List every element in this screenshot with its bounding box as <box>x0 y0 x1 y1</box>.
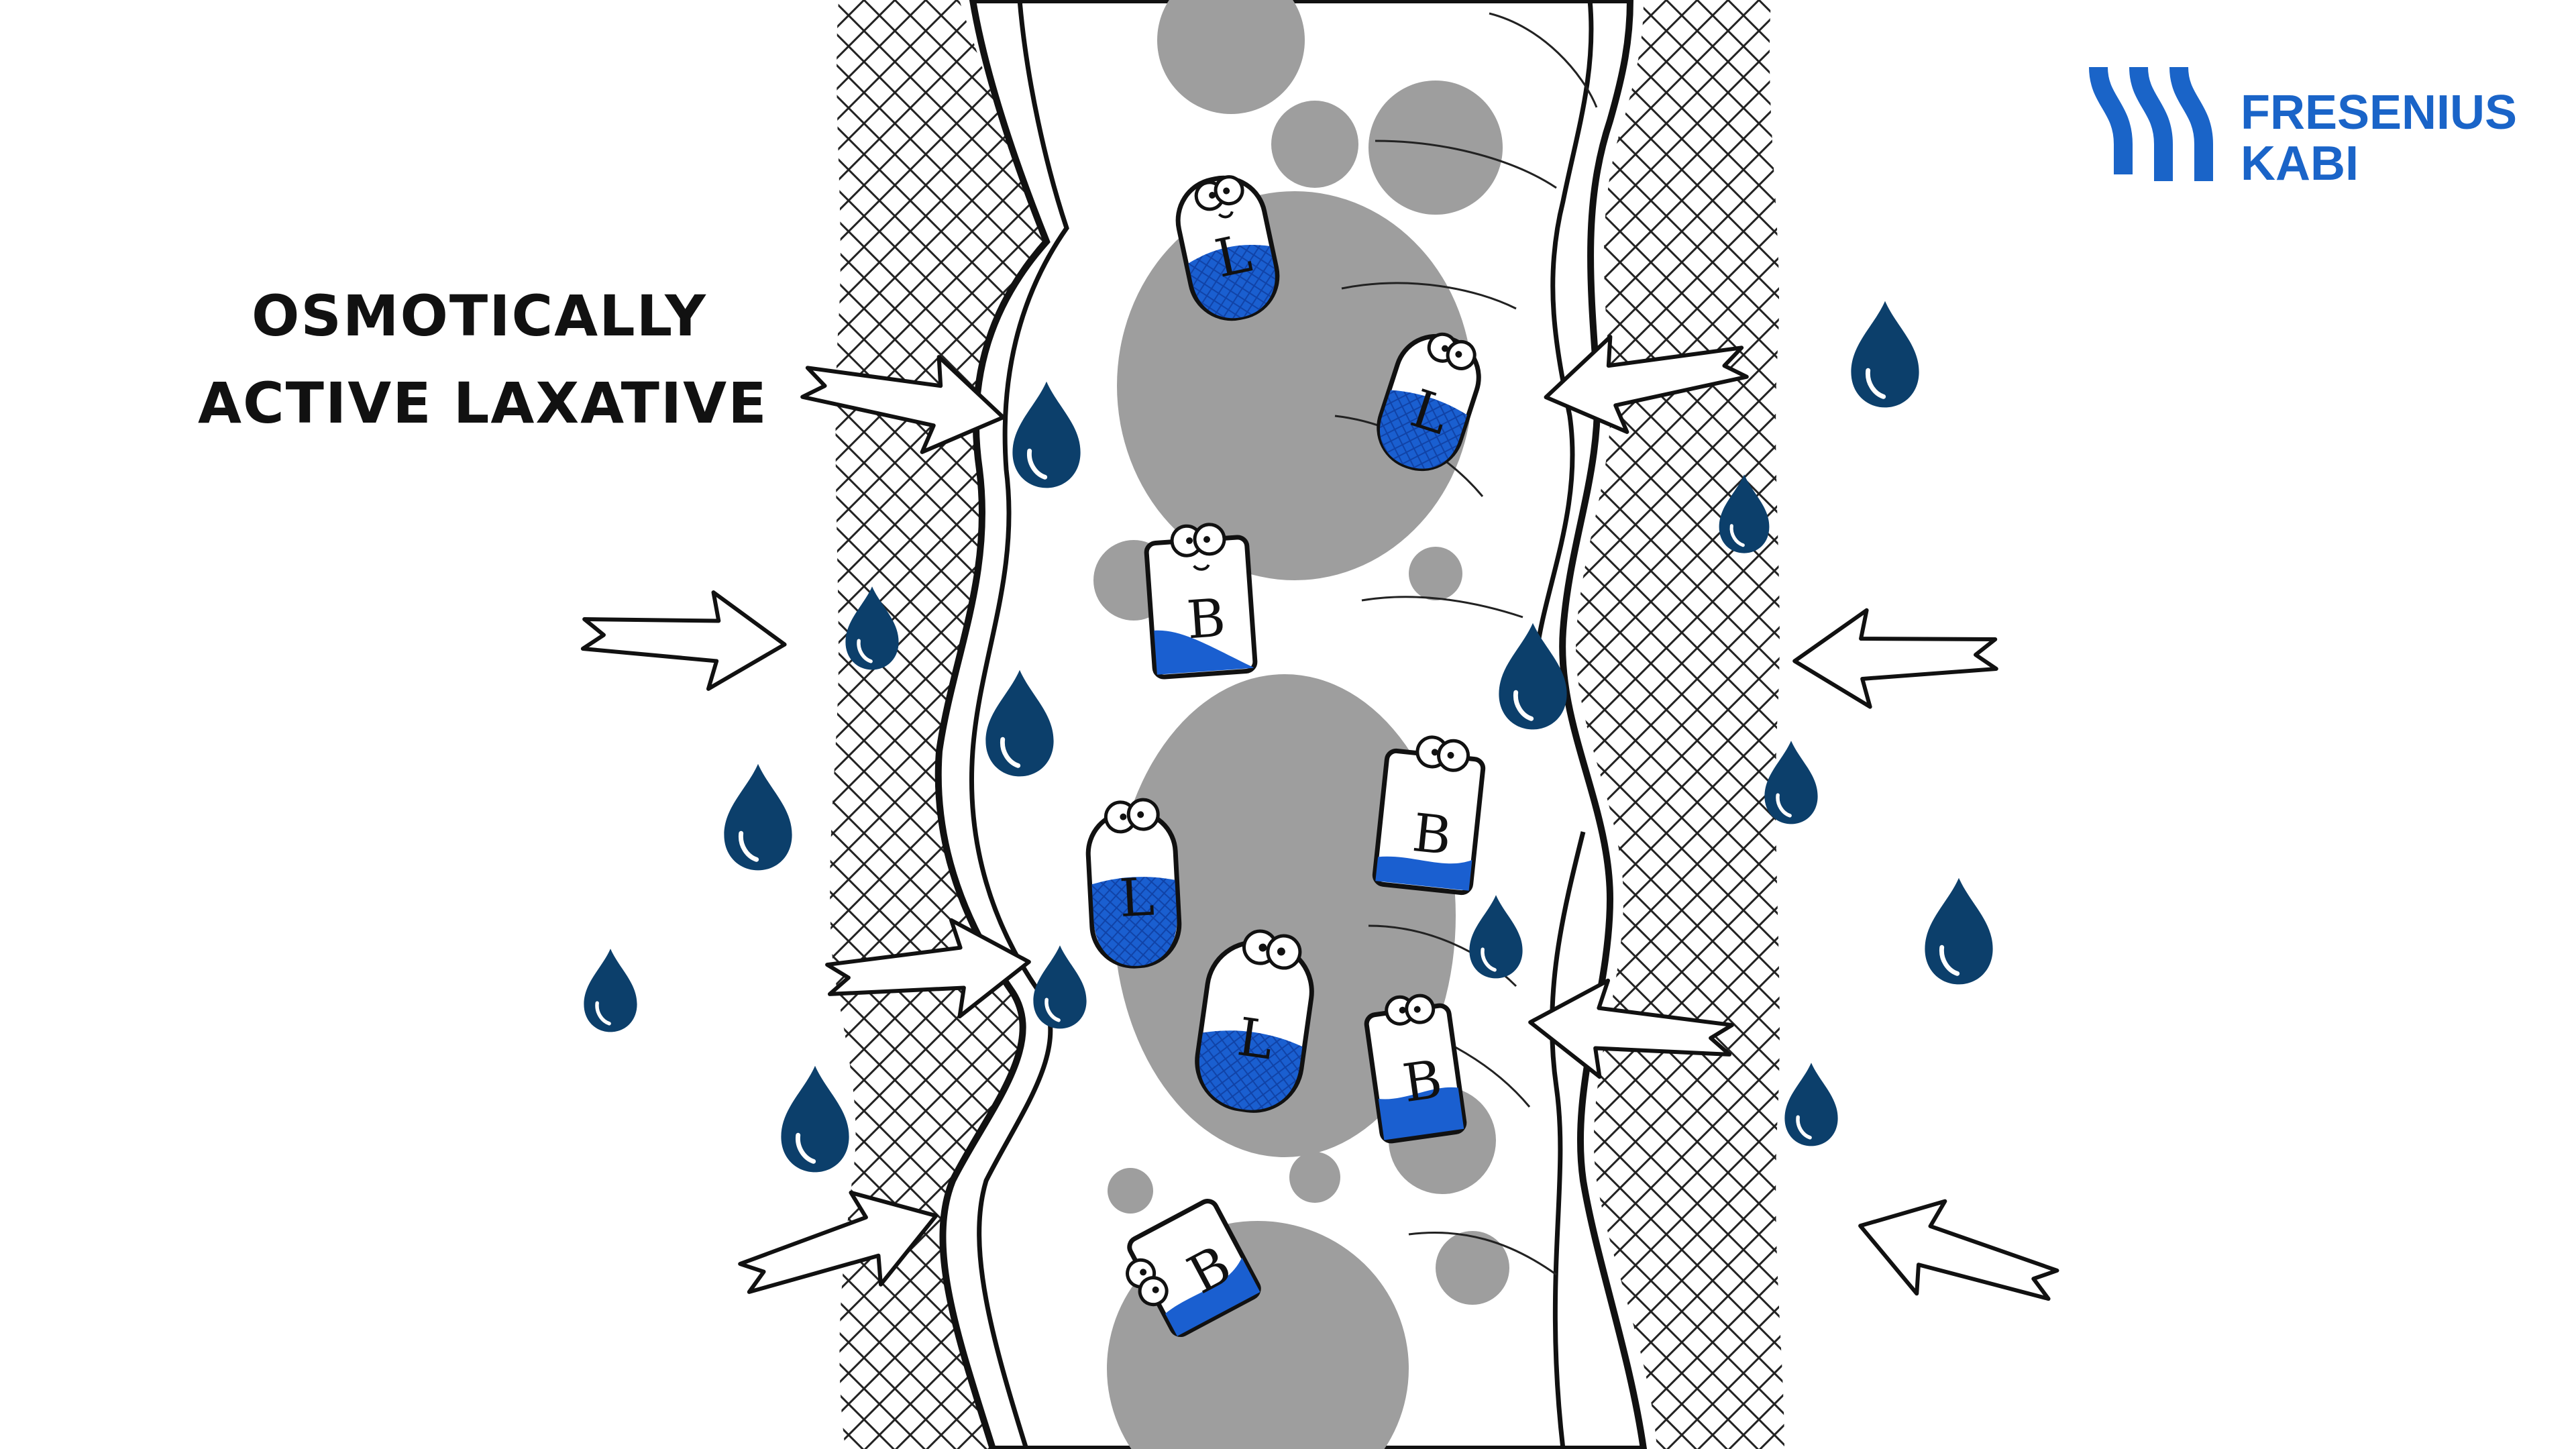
inner-wall-line-right <box>1534 0 1594 1449</box>
lactulose-molecule: L <box>1377 332 1481 472</box>
left-intestine-wall <box>830 0 1046 1449</box>
water-drop-icon <box>1851 301 1919 408</box>
logo-text-line-1: FRESENIUS <box>2241 86 2517 140</box>
bacteria-label: B <box>1399 1049 1446 1114</box>
bacteria-molecule: B <box>1144 523 1258 680</box>
water-drop-icon <box>1925 878 1992 985</box>
water-drop-icon <box>781 1066 849 1173</box>
lactulose-molecule: L <box>1175 175 1280 321</box>
water-drop-icon <box>724 764 792 871</box>
fresenius-kabi-logo: FRESENIUS KABI <box>2089 66 2517 191</box>
fresenius-kabi-wave-icon <box>2089 66 2213 181</box>
bacteria-molecule: B <box>1372 735 1486 896</box>
arrow-right-icon <box>581 586 787 693</box>
water-drop-icon <box>1784 1063 1837 1146</box>
bacteria-label: B <box>1409 803 1454 867</box>
lactulose-molecule: L <box>1195 929 1314 1113</box>
title-line-1: OSMOTICALLY <box>252 283 707 349</box>
water-drop-icon <box>584 949 637 1032</box>
page-title: OSMOTICALLY ACTIVE LAXATIVE <box>198 283 768 436</box>
bacteria-molecule: B <box>1126 1198 1261 1338</box>
inner-wall-line-left <box>969 0 1069 1449</box>
lactulose-molecule: L <box>1085 798 1182 969</box>
title-line-2: ACTIVE LAXATIVE <box>198 370 768 436</box>
arrow-left-icon <box>1846 1179 2067 1330</box>
bacteria-label: B <box>1185 588 1227 651</box>
bacteria-molecule: B <box>1364 994 1467 1144</box>
logo-text-line-2: KABI <box>2241 137 2359 191</box>
lactulose-label: L <box>1118 867 1155 929</box>
arrow-left-icon <box>1793 606 1998 709</box>
lactulose-label: L <box>1234 1007 1277 1071</box>
right-intestine-wall <box>1576 0 1784 1449</box>
